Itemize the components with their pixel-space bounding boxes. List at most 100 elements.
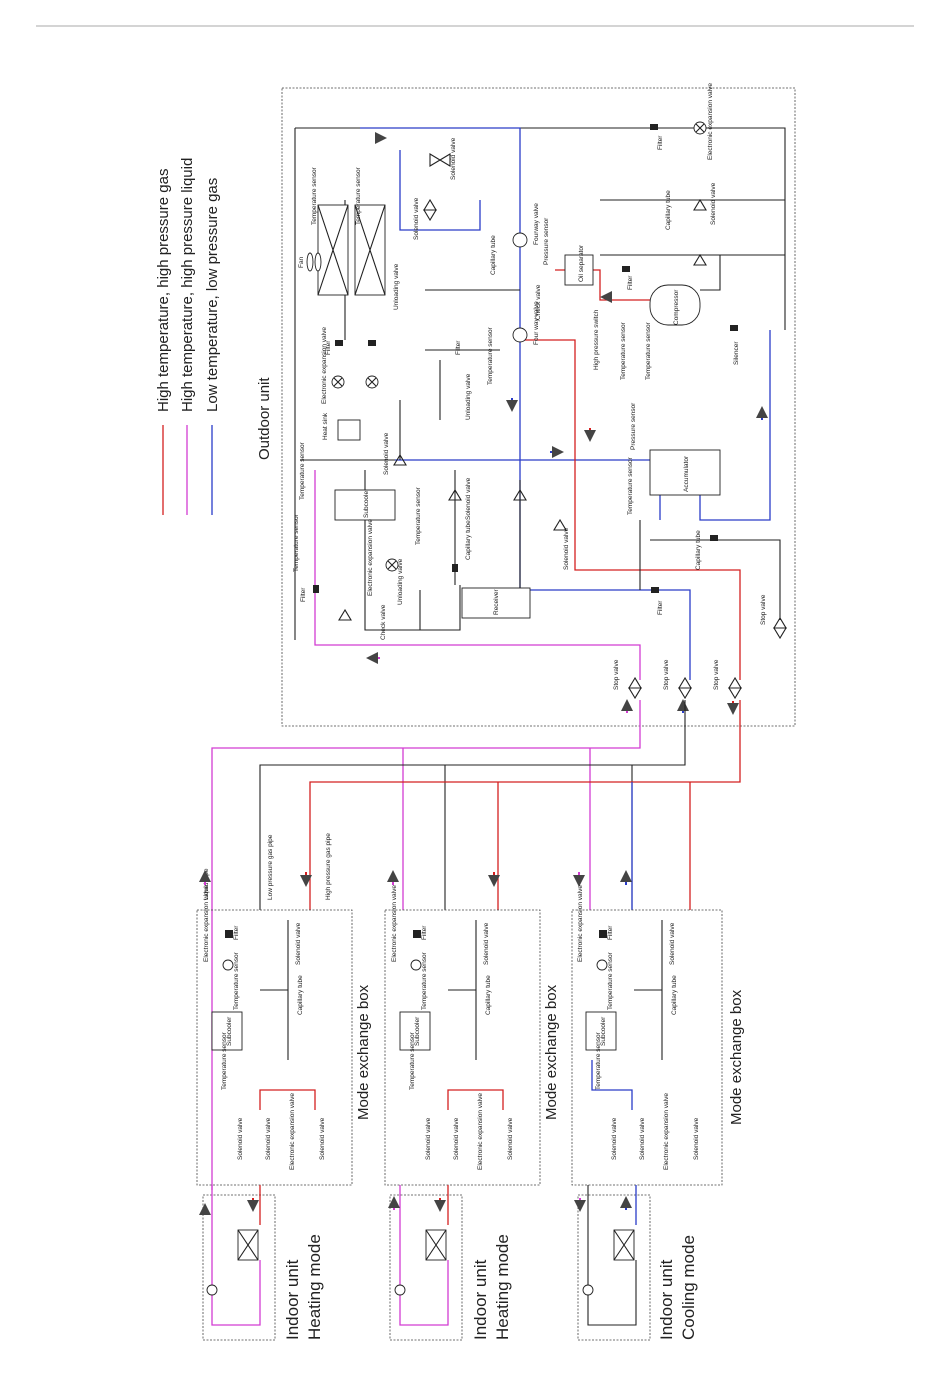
fan-icon: [306, 252, 322, 272]
unloading-label: Unloading valve: [393, 263, 400, 310]
mode-box-title: Mode exchange box: [543, 984, 560, 1120]
svg-text:Solenoid valve: Solenoid valve: [425, 1117, 432, 1160]
svg-text:Solenoid valve: Solenoid valve: [639, 1117, 646, 1160]
svg-text:Temperature sensor: Temperature sensor: [409, 1031, 416, 1090]
check-valve-label: Check valve: [380, 604, 387, 640]
four-way-label: Four way valve: [533, 301, 540, 345]
temp-sensor-label: Temperature sensor: [645, 321, 652, 380]
filter-icon: [313, 124, 738, 593]
legend: High temperature, high pressure gas High…: [155, 158, 221, 515]
unloading-label: Unloading valve: [397, 558, 404, 605]
indoor-title: Indoor unit: [283, 1259, 302, 1340]
outdoor-title: Outdoor unit: [256, 377, 273, 460]
legend-label: Low temperature, low pressure gas: [204, 178, 221, 412]
oil-separator: Oil separator: [564, 244, 594, 286]
temp-sensor-label: Temperature sensor: [299, 441, 306, 500]
pressure-sensor-label: Pressure sensor: [630, 402, 637, 450]
svg-text:Solenoid valve: Solenoid valve: [265, 1117, 272, 1160]
capillary-label: Capillary tube: [695, 530, 702, 570]
capillary-label: Capillary tube: [465, 520, 472, 560]
flow-arrows: [366, 132, 768, 715]
solenoid-valve-icon: [338, 153, 707, 621]
svg-text:Subcooler: Subcooler: [600, 1016, 607, 1046]
outdoor-piping: [294, 127, 786, 680]
indoor-mode: Cooling mode: [679, 1235, 698, 1340]
svg-text:Solenoid valve: Solenoid valve: [669, 922, 676, 965]
filter-label: Filter: [657, 600, 664, 615]
legend-item-hot-liquid: High temperature, high pressure liquid: [179, 158, 196, 515]
filter-icon: [599, 930, 607, 938]
filter-label: Filter: [627, 275, 634, 290]
svg-text:Filter: Filter: [421, 925, 428, 940]
filter-label: Filter: [300, 587, 307, 602]
flow-arrows: [199, 870, 632, 887]
mode-subcooler: [399, 1011, 431, 1051]
four-way-valve-icon: [512, 232, 528, 343]
receiver: Receiver: [461, 587, 531, 619]
filter-label: Filter: [325, 340, 332, 355]
indoor-mode: Heating mode: [493, 1234, 512, 1340]
capillary-label: Capillary tube: [665, 190, 672, 230]
eev-icon: [394, 1284, 406, 1296]
stop-valve-icon: [628, 616, 787, 700]
temp-sensor-label: Temperature sensor: [627, 456, 634, 515]
svg-text:Electronic expansion valve: Electronic expansion valve: [477, 1093, 484, 1170]
temp-sensor-label: Temperature sensor: [355, 166, 362, 225]
svg-text:Subcooler: Subcooler: [414, 1016, 421, 1046]
subcooler: Subcooler: [334, 488, 396, 521]
compressor: Compressor: [649, 284, 701, 326]
eev-label: Electronic expansion valve: [367, 519, 374, 596]
mode-subcooler: [211, 1011, 243, 1051]
indoor-unit-3: Indoor unit Cooling mode: [574, 1185, 698, 1341]
eev-icon: [222, 959, 234, 971]
indoor-title: Indoor unit: [471, 1259, 490, 1340]
low-gas-pipe-label: Low pressure gas pipe: [267, 834, 274, 900]
filter-icon: [413, 930, 421, 938]
legend-item-hot-gas: High temperature, high pressure gas: [155, 169, 172, 515]
eev-icon: [331, 121, 707, 572]
svg-text:Temperature sensor: Temperature sensor: [221, 1031, 228, 1090]
svg-text:Subcooler: Subcooler: [226, 1016, 233, 1046]
branch-pipes: Liquid pipe Low pressure gas pipe High p…: [199, 700, 741, 1190]
svg-text:Solenoid valve: Solenoid valve: [483, 922, 490, 965]
svg-text:Heat sink: Heat sink: [322, 412, 329, 440]
temp-sensor-label: Temperature sensor: [415, 486, 422, 545]
indoor-mode: Heating mode: [305, 1234, 324, 1340]
unloading-label: Unloading valve: [465, 373, 472, 420]
temp-sensor-label: Temperature sensor: [293, 513, 300, 572]
hp-switch-label: High pressure switch: [593, 309, 600, 370]
legend-item-low-gas: Low temperature, low pressure gas: [204, 178, 221, 515]
temp-sensor-label: Temperature sensor: [487, 326, 494, 385]
mode-box-title: Mode exchange box: [355, 984, 372, 1120]
eev-icon: [582, 1284, 594, 1296]
solenoid-label: Solenoid valve: [465, 477, 472, 520]
eev-icon: [410, 959, 422, 971]
stop-valve-label: Stop valve: [613, 659, 620, 690]
svg-text:Capillary tube: Capillary tube: [297, 975, 304, 1015]
indoor-unit-2: Indoor unit Heating mode: [388, 1185, 512, 1341]
svg-text:Electronic expansion valve: Electronic expansion valve: [577, 885, 584, 962]
four-way-label: Fourway valve: [533, 203, 540, 245]
svg-text:Electronic expansion valve: Electronic expansion valve: [663, 1093, 670, 1170]
svg-text:Accumulator: Accumulator: [683, 455, 690, 492]
capillary-label: Capillary tube: [490, 235, 497, 275]
legend-label: High temperature, high pressure liquid: [179, 158, 196, 412]
silencer-label: Silencer: [733, 341, 740, 365]
svg-text:Filter: Filter: [607, 925, 614, 940]
eev-icon: [206, 1284, 218, 1296]
indoor-unit-1: Indoor unit Heating mode: [199, 1185, 324, 1341]
svg-text:Solenoid valve: Solenoid valve: [295, 922, 302, 965]
stop-valve-label: Stop valve: [760, 594, 767, 625]
svg-text:Temperature sensor: Temperature sensor: [421, 951, 428, 1010]
svg-text:Solenoid valve: Solenoid valve: [611, 1117, 618, 1160]
solenoid-label: Solenoid valve: [563, 527, 570, 570]
svg-text:Receiver: Receiver: [493, 589, 500, 615]
svg-text:Capillary tube: Capillary tube: [671, 975, 678, 1015]
mode-subcooler: [585, 1011, 617, 1051]
svg-text:Electronic expansion valve: Electronic expansion valve: [289, 1093, 296, 1170]
solenoid-label: Solenoid valve: [710, 182, 717, 225]
solenoid-label: Solenoid valve: [413, 197, 420, 240]
pressure-sensor-label: Pressure sensor: [543, 217, 550, 265]
check-valve-label: Check valve: [535, 284, 542, 320]
